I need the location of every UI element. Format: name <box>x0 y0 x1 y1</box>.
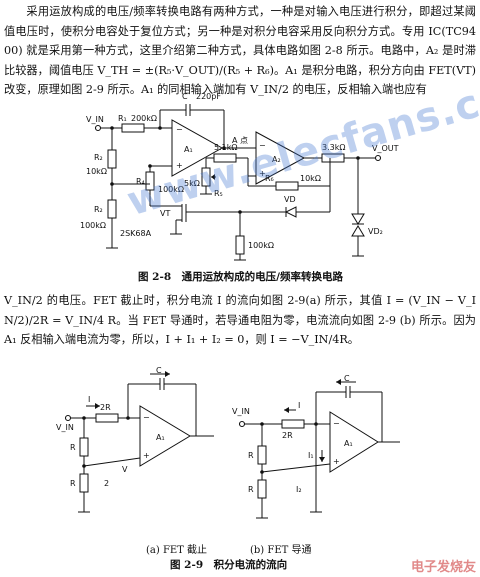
r2b-label: R₂ <box>94 205 103 214</box>
r5-label: R₅ <box>214 189 223 198</box>
a-a1-label: A₁ <box>156 433 165 442</box>
figure-2-9a-fet-off: V_IN 2R I C − + A₁ R R V 2 <box>56 366 214 513</box>
figure-2-9a-label: (a) FET 截止 <box>146 545 208 556</box>
figure-2-9-circuits: V_IN 2R I C − + A₁ R R V 2 <box>56 366 400 519</box>
c-label: C <box>182 92 188 101</box>
b-2r-label: 2R <box>282 431 293 440</box>
vt-label: VT <box>160 209 170 218</box>
figure-2-8-circuit: V_IN R₁ 200kΩ C 220pF − + A₁ A 点 − + A₂ … <box>80 92 399 261</box>
a-v-label: V <box>122 465 128 474</box>
c-value: 220pF <box>196 92 221 101</box>
a-point-label: A 点 <box>232 136 248 145</box>
r2b-resistor <box>107 199 117 219</box>
svg-text:−: − <box>143 413 150 422</box>
vout-label: V_OUT <box>372 144 399 153</box>
r1-value: 200kΩ <box>131 114 157 123</box>
r6-label: R₆ <box>265 174 274 183</box>
b-r2-resistor <box>257 479 267 499</box>
site-logo: 电子发烧友 <box>410 560 476 575</box>
a-2r-label: 2R <box>100 403 111 412</box>
r6-value: 10kΩ <box>300 174 321 183</box>
r1-label: R₁ <box>118 114 127 123</box>
a1-label: A₁ <box>184 145 193 154</box>
pot-value: 5kΩ <box>184 179 200 188</box>
r5-value: 5.1kΩ <box>214 143 237 152</box>
svg-text:+: + <box>259 169 266 178</box>
figure-2-8-caption: 图 2-8 通用运放构成的电压/频率转换电路 <box>138 271 343 283</box>
svg-text:+: + <box>333 457 340 466</box>
vin-label: V_IN <box>86 115 104 124</box>
a2-opamp <box>255 131 306 185</box>
a-2r-resistor <box>95 413 119 423</box>
a-a1-opamp <box>139 405 191 467</box>
r2a-resistor <box>107 149 117 169</box>
a-2-label: 2 <box>104 479 109 488</box>
r3-value: 3.3kΩ <box>322 143 345 152</box>
r2a-value: 10kΩ <box>86 167 107 176</box>
b-a1-opamp <box>329 411 379 473</box>
b-i-label: I <box>298 401 300 410</box>
fet-label: 2SK68A <box>120 229 152 238</box>
a-r1-label: R <box>70 443 76 452</box>
b-a1-label: A₁ <box>344 439 353 448</box>
figure-2-9b-fet-on: V_IN 2R I C − + A₁ R R <box>232 374 400 519</box>
paragraph-1: 采用运放构成的电压/频率转换电路有两种方式，一种是对输入电压进行积分，即超过某阈… <box>4 5 476 96</box>
a-vin-label: V_IN <box>56 423 74 432</box>
figure-2-9-caption: 图 2-9 积分电流的流向 <box>170 559 288 571</box>
a-c-label: C <box>156 366 162 375</box>
r2b-value: 100kΩ <box>80 221 106 230</box>
vd-label: VD <box>284 195 296 204</box>
paragraph-2: V_IN/2 的电压。FET 截止时，积分电流 I 的流向如图 2-9(a) 所… <box>4 294 476 346</box>
rb-value: 100kΩ <box>248 241 274 250</box>
r4-value: 100kΩ <box>158 185 184 194</box>
a-i-label: I <box>88 395 90 404</box>
svg-text:−: − <box>333 419 340 428</box>
b-vin-label: V_IN <box>232 407 250 416</box>
r4-label: R₄ <box>136 177 145 186</box>
figure-2-9b-label: (b) FET 导通 <box>250 545 312 556</box>
r2a-label: R₂ <box>94 153 103 162</box>
a1-opamp <box>171 119 224 177</box>
b-r1-resistor <box>257 445 267 465</box>
svg-text:−: − <box>176 125 183 134</box>
vd2-label: VD₂ <box>368 227 383 236</box>
a-r1-resistor <box>79 437 89 457</box>
svg-text:−: − <box>259 141 266 150</box>
b-r1-label: R <box>248 451 254 460</box>
b-i1-label: I₁ <box>308 451 314 460</box>
b-i2-label: I₂ <box>296 485 302 494</box>
a2-label: A₂ <box>272 155 281 164</box>
rb-resistor <box>235 235 245 255</box>
svg-text:+: + <box>143 451 150 460</box>
r1-resistor <box>121 123 145 133</box>
a-r2-resistor <box>79 473 89 493</box>
b-2r-resistor <box>281 419 305 429</box>
b-c-label: C <box>344 374 350 383</box>
a-r2-label: R <box>70 479 76 488</box>
svg-text:+: + <box>176 161 183 170</box>
b-r2-label: R <box>248 485 254 494</box>
